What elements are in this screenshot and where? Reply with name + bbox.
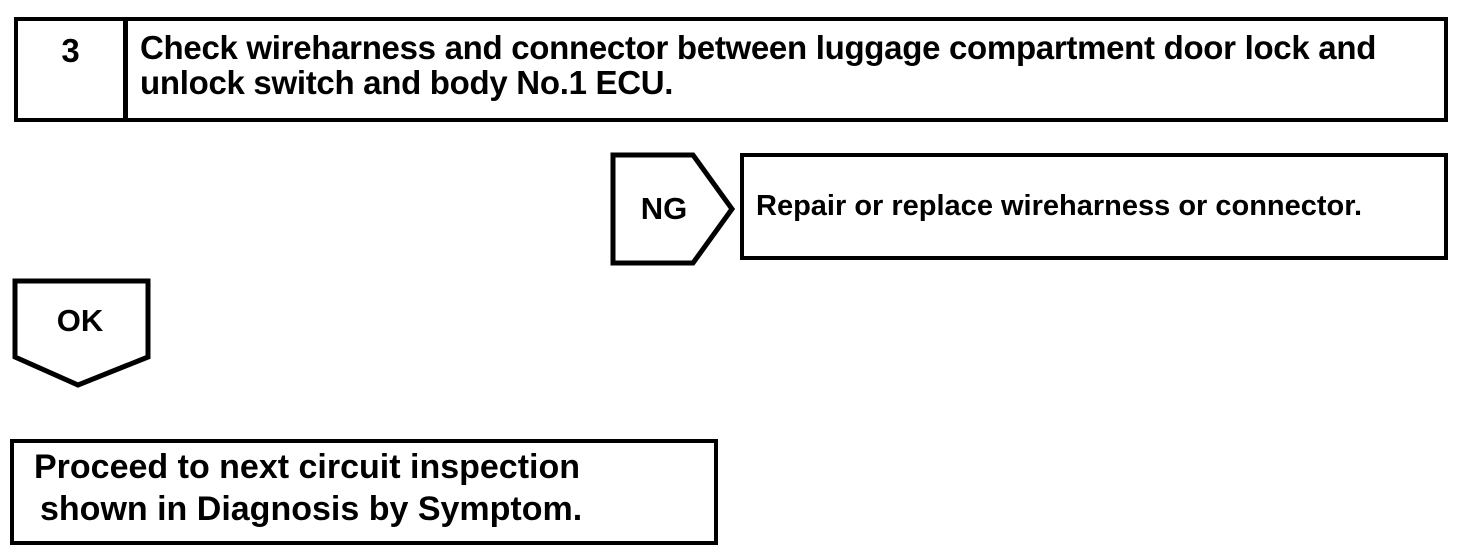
step-instruction-line-1: Check wireharness and connector between … [140, 29, 1377, 66]
step-number-cell: 3 [18, 21, 128, 118]
step-instruction: Check wireharness and connector between … [128, 21, 1444, 118]
step-box: 3 Check wireharness and connector betwee… [14, 17, 1448, 122]
step-number: 3 [61, 32, 80, 69]
step-instruction-line-2: unlock switch and body No.1 ECU. [140, 64, 674, 101]
result-line-1: Proceed to next circuit inspection [34, 448, 581, 486]
ok-connector-label: OK [56, 302, 104, 338]
result-line-2: shown in Diagnosis by Symptom. [40, 490, 583, 528]
ng-action-text: Repair or replace wireharness or connect… [756, 190, 1363, 222]
ok-arrow-shape [12, 278, 151, 388]
ng-action-box: Repair or replace wireharness or connect… [740, 153, 1448, 260]
result-box: Proceed to next circuit inspection shown… [10, 439, 718, 545]
ng-connector-label: NG [640, 191, 688, 226]
ng-arrow-shape [610, 152, 736, 266]
